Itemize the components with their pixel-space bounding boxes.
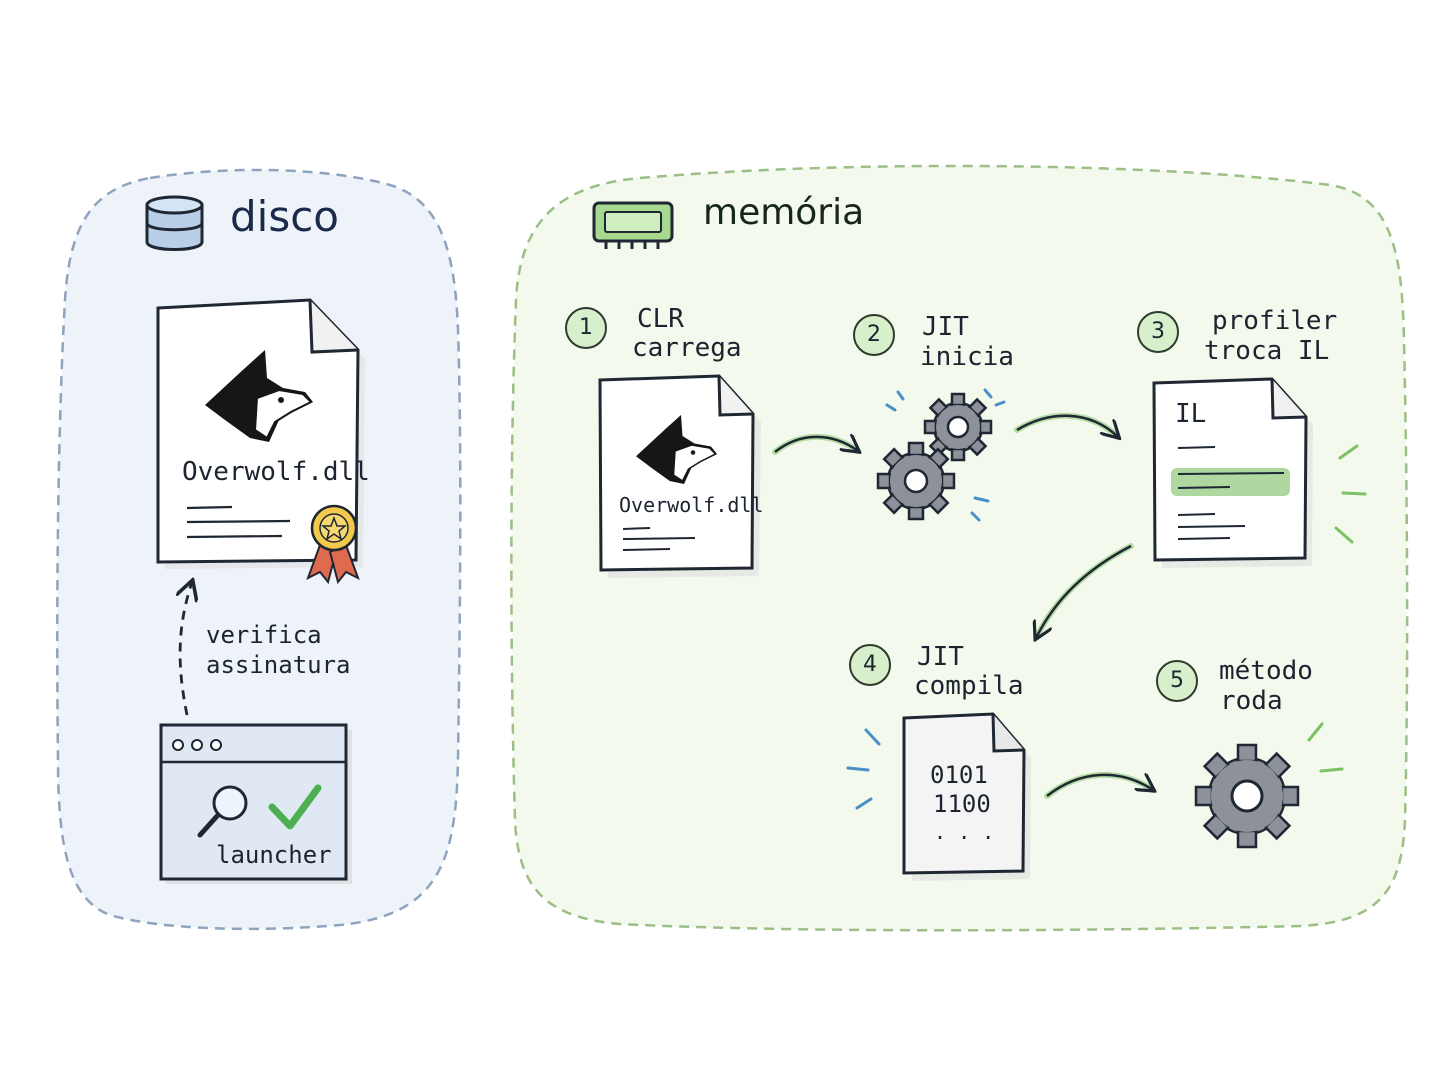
arrow-step2-to-3 [1016,414,1118,437]
step-3-line1: profiler [1212,306,1338,336]
step-4-number: 4 [849,644,891,686]
step-5-number: 5 [1156,660,1198,702]
checkmark-icon [268,784,322,830]
compiled-code-document [846,712,1031,881]
binary-ellipsis: . . . [934,820,995,844]
verify-label-line2: assinatura [206,651,351,679]
step-1-number: 1 [565,307,607,349]
binary-line-2: 1100 [933,790,991,818]
magnifier-icon [197,785,248,838]
memory-file-label: Overwolf.dll [619,493,764,517]
disk-file-label: Overwolf.dll [182,457,370,487]
wolf-logo-small [636,415,717,484]
step-1-line1: CLR [637,304,684,334]
step-1-line2: carrega [632,333,742,363]
running-gear-icon [1194,722,1344,849]
memory-chip-icon [592,201,674,249]
disk-title: disco [230,192,339,241]
arrow-step3-to-4 [1036,544,1132,638]
memory-region [510,164,1409,932]
launcher-label: launcher [216,841,332,869]
launcher-window [159,723,352,884]
database-icon [145,195,204,251]
step-4-line2: compila [914,671,1024,701]
step-5-line2: roda [1220,686,1283,716]
verify-label-line1: verifica [206,621,322,649]
binary-line-1: 0101 [930,761,988,789]
step-3-line2: troca IL [1204,336,1330,366]
gears-icon [876,388,1006,522]
step-2-line1: JIT [922,312,969,342]
memory-title: memória [703,192,865,233]
il-label: IL [1175,399,1207,429]
step-2-line2: inicia [920,342,1014,372]
wolf-logo [205,350,313,442]
verify-arrow [180,582,192,716]
step-3-number: 3 [1137,311,1179,353]
step-5-line1: método [1219,656,1313,686]
il-document [1152,377,1367,568]
arrow-step4-to-5 [1046,775,1153,797]
step-2-number: 2 [853,314,895,356]
step-4-line1: JIT [917,642,964,672]
certificate-badge-icon [306,504,360,585]
